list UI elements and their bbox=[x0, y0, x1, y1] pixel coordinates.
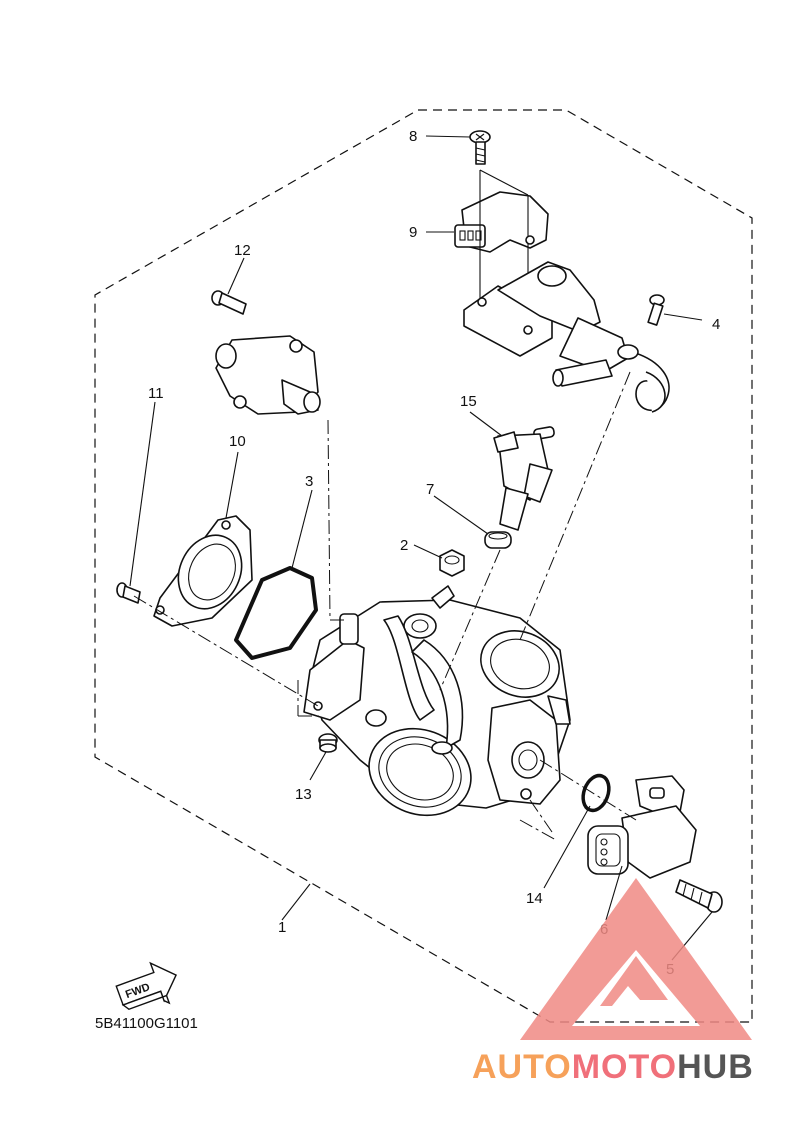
fuel-delivery-rail bbox=[463, 261, 670, 413]
watermark-hub: HUB bbox=[677, 1048, 754, 1086]
watermark-auto: AUTO bbox=[472, 1048, 572, 1086]
callout-9: 9 bbox=[409, 224, 417, 241]
callout-13: 13 bbox=[295, 786, 312, 803]
part-6-throttle-position-sensor bbox=[587, 775, 697, 879]
automotohub-logo-icon bbox=[520, 878, 752, 1040]
callout-3: 3 bbox=[305, 473, 313, 490]
part-14-o-ring bbox=[581, 773, 611, 813]
part-2-nut bbox=[439, 549, 465, 577]
part-7-seal bbox=[484, 531, 512, 549]
callout-1: 1 bbox=[278, 919, 286, 936]
part-5-screw bbox=[675, 879, 723, 913]
callout-15: 15 bbox=[460, 393, 477, 410]
callout-8: 8 bbox=[409, 128, 417, 145]
diagram-code: 5B41100G1101 bbox=[95, 1015, 198, 1032]
callout-10: 10 bbox=[229, 433, 246, 450]
part-13-screw bbox=[318, 733, 338, 753]
assembly-boundary bbox=[94, 109, 753, 1023]
watermark-moto: MOTO bbox=[572, 1048, 677, 1086]
part-3-o-ring bbox=[234, 566, 318, 660]
callout-7: 7 bbox=[426, 481, 434, 498]
part-4-screw bbox=[647, 294, 665, 326]
callout-2: 2 bbox=[400, 537, 408, 554]
part-11-screw bbox=[116, 582, 141, 604]
fwd-direction-arrow: FWD bbox=[115, 961, 178, 1011]
callout-4: 4 bbox=[712, 316, 720, 333]
part-9-intake-sensor bbox=[454, 169, 549, 330]
part-8-screw bbox=[469, 130, 491, 165]
callout-14: 14 bbox=[526, 890, 543, 907]
idle-air-control-valve bbox=[215, 335, 321, 415]
watermark-text: AUTOMOTOHUB bbox=[472, 1048, 754, 1086]
part-15-fuel-injector bbox=[493, 426, 555, 531]
part-12-bolt bbox=[211, 290, 247, 315]
callout-12: 12 bbox=[234, 242, 251, 259]
throttle-body bbox=[303, 585, 571, 817]
assembly-lines bbox=[133, 371, 637, 841]
callout-11: 11 bbox=[148, 385, 164, 402]
part-10-flange-gasket bbox=[153, 515, 253, 627]
